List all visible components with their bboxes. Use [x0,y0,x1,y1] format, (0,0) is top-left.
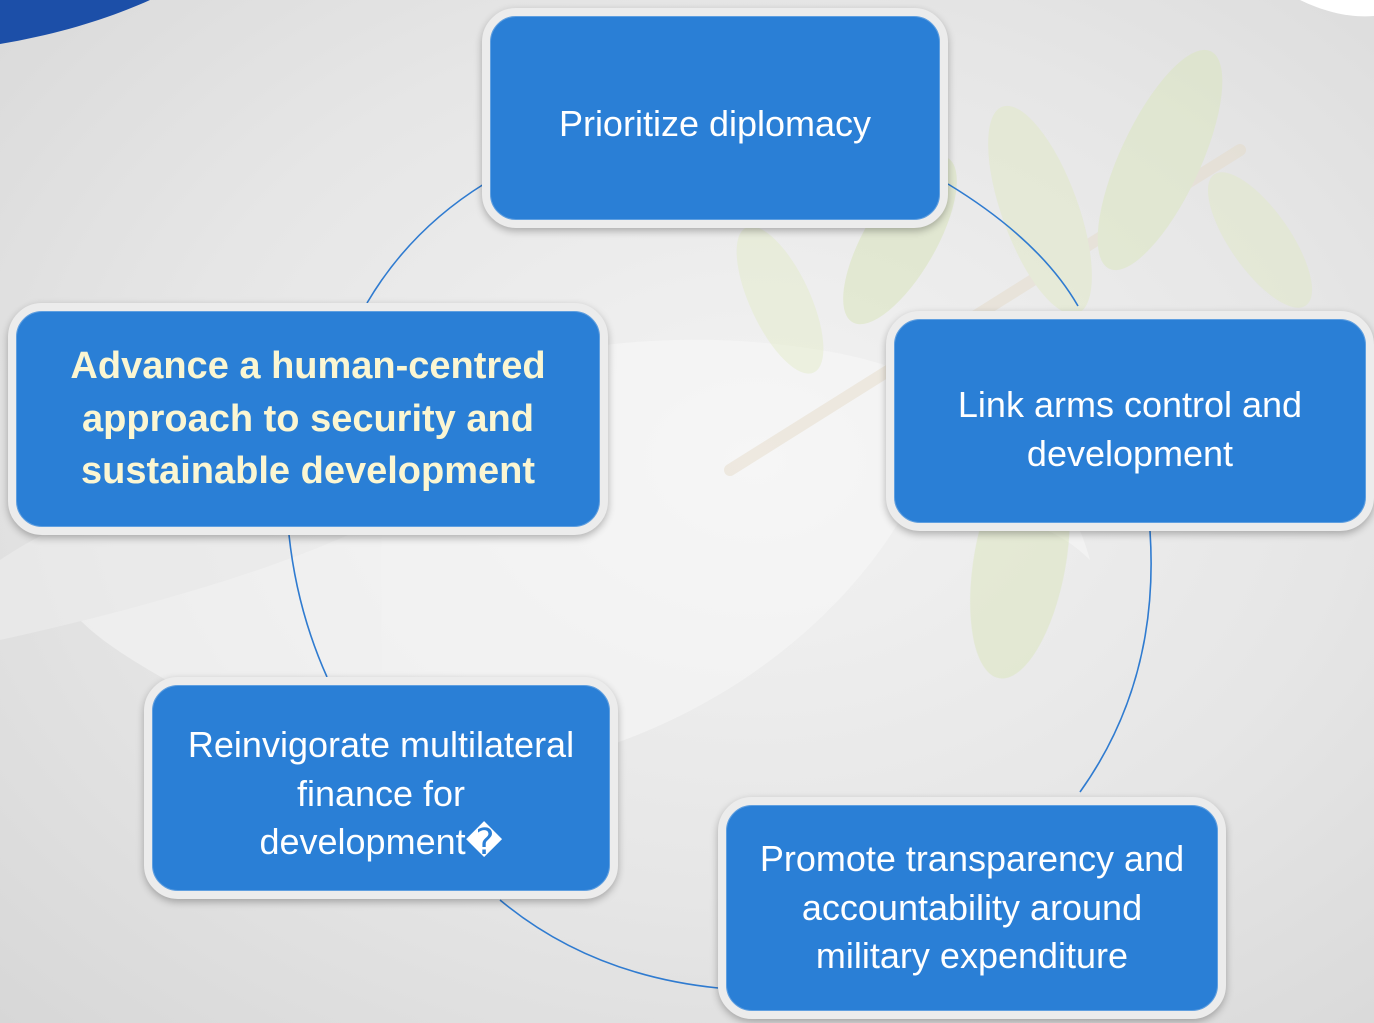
corner-ornament-top-right [1300,0,1374,17]
corner-ornament-top-left [0,0,150,44]
node-link-arms-control: Link arms control and development [886,311,1374,531]
connector-arms-to-transparency [1079,530,1152,793]
node-human-centred-approach: Advance a human-centred approach to secu… [8,303,608,535]
node-label: Prioritize diplomacy [558,103,872,144]
node-label: Promote transparency and accountability … [759,838,1185,977]
node-prioritize-diplomacy: Prioritize diplomacy [482,8,948,228]
node-label: Advance a human-centred approach to secu… [70,345,546,493]
node-reinvigorate-finance: Reinvigorate multilateral finance for de… [144,677,618,899]
connector-diplomacy-to-arms [947,183,1079,307]
connector-finance-to-human [288,534,328,678]
node-label: Reinvigorate multilateral finance for de… [187,724,575,863]
connector-transparency-to-finance [499,899,719,989]
connector-human-to-diplomacy [366,183,485,304]
node-label: Link arms control and development [957,384,1303,474]
node-promote-transparency: Promote transparency and accountability … [718,797,1226,1019]
